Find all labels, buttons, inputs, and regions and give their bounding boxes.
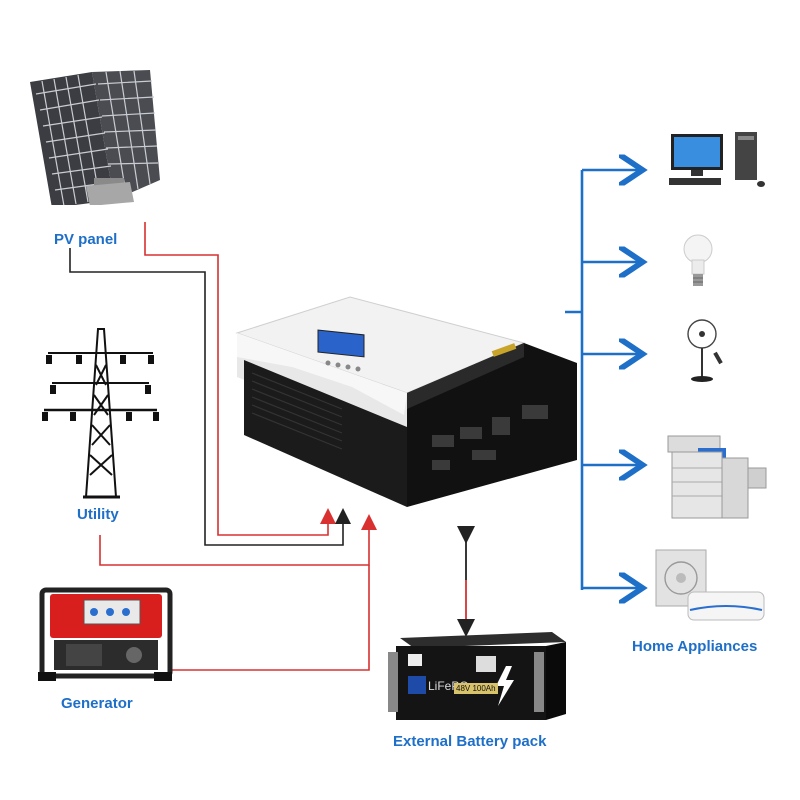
- battery-pack-icon: [386, 632, 568, 724]
- home-appliances-label: Home Appliances: [632, 638, 758, 655]
- power-tower-icon: [38, 325, 163, 500]
- utility-wire: [99, 514, 377, 566]
- desktop-computer-icon: [665, 130, 765, 190]
- generator-wire: [170, 565, 370, 671]
- standing-fan-icon: [684, 318, 730, 384]
- copier-icon: [658, 428, 770, 524]
- battery-rating-label: 48V 100Ah: [454, 683, 498, 694]
- generator-label: Generator: [61, 695, 133, 712]
- generator-icon: [36, 584, 176, 684]
- pv-red-wire: [144, 222, 336, 536]
- pv-panel-label: PV panel: [54, 231, 118, 248]
- battery-label: External Battery pack: [393, 733, 547, 750]
- hybrid-inverter-icon: [232, 285, 582, 510]
- solar-panel-icon: [22, 70, 162, 205]
- utility-label: Utility: [77, 506, 119, 523]
- light-bulb-icon: [683, 232, 713, 292]
- output-bus: [565, 170, 584, 590]
- pv-black-wire: [69, 248, 351, 546]
- air-conditioner-icon: [654, 544, 770, 624]
